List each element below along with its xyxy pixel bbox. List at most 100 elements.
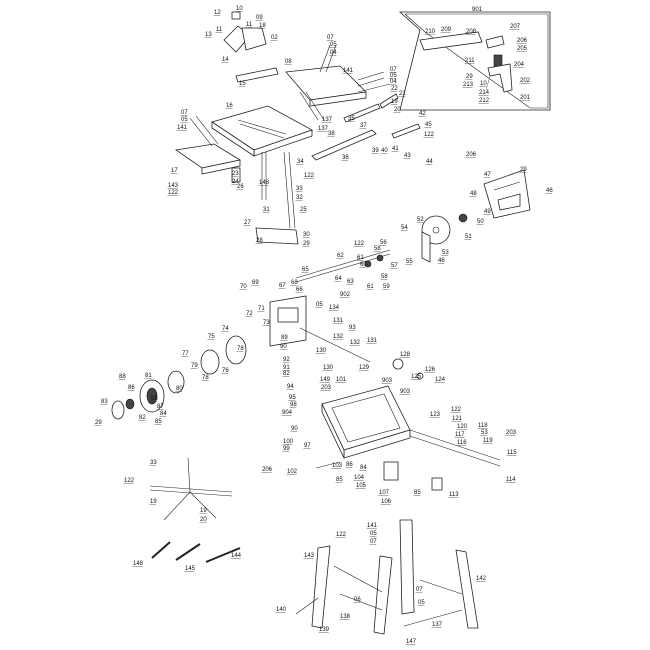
part-label: 21 [399,91,406,97]
part-label: 07 [390,67,397,73]
part-label: 114 [506,477,516,483]
part-label: 50 [477,219,484,225]
part-label: 131 [333,318,344,324]
part-label: 139 [319,627,330,633]
part-label: 148 [133,561,144,567]
part-label: 61 [357,255,364,261]
part-label: 141 [177,125,188,131]
stand-frame [149,457,233,521]
part-label: 100 [283,439,294,445]
part-label: 55 [406,259,413,265]
part-label: 122 [424,132,435,138]
part-label: 143 [304,553,315,559]
main-table [211,105,313,157]
part-label: 73 [263,320,270,326]
part-label: 29 [466,74,473,80]
part-label: 203 [506,430,517,436]
part-label: 16 [226,103,233,109]
part-label: 09 [256,15,263,21]
part-label: 69 [252,280,259,286]
part-label: 29 [303,241,310,247]
part-label: 47 [484,172,491,178]
part-label: 142 [476,576,487,582]
part-label: 83 [101,399,108,405]
part-label: 67 [279,283,286,289]
part-label: 128 [400,352,411,358]
part-label: 33 [296,186,303,192]
part-label: 86 [128,385,135,391]
part-label: 05 [181,117,188,123]
part-label: 145 [185,566,196,572]
part-label: 122 [336,532,347,538]
part-label: 66 [296,287,303,293]
part-label: 30 [303,232,310,238]
part-label: 65 [302,267,309,273]
part-label: 141 [343,68,354,74]
part-label: 45 [425,122,432,128]
part-label: 58 [374,246,381,252]
part-label: 90 [291,426,298,432]
part-label: 72 [246,311,253,317]
part-label: 54 [401,225,408,231]
part-label: 86 [346,462,353,468]
part-label: 10 [480,81,487,87]
loose-pins [151,541,241,563]
rails [311,93,421,161]
part-label: 143 [168,183,179,189]
part-label: 10 [236,6,243,12]
inset-label: 901 [472,7,483,13]
part-label: 122 [304,173,315,179]
part-label: 32 [296,195,303,201]
part-label: 85 [414,490,421,496]
blade-guard [483,169,531,219]
part-label: 19 [200,508,207,514]
part-label: 87 [157,404,164,410]
part-label: 74 [222,326,229,332]
part-label: 07 [416,587,423,593]
part-label: 201 [520,95,531,101]
part-label: 104 [354,475,365,481]
part-label: 34 [297,159,304,165]
part-label: 137 [432,622,443,628]
part-label: 93 [349,325,356,331]
part-label: 84 [360,465,367,471]
part-label: 23 [232,171,239,177]
part-label: 120 [457,424,468,430]
part-label: 05 [418,600,425,606]
part-label: 122 [124,478,135,484]
part-label: 113 [449,492,459,498]
part-label: 51 [465,234,472,240]
part-label: 132 [350,340,361,346]
part-label: 25 [300,207,307,213]
part-label: 148 [259,180,270,186]
part-label: 56 [380,240,387,246]
part-label: 43 [404,153,411,159]
part-label: 78 [202,375,209,381]
part-label: 49 [484,209,491,215]
part-label: 134 [329,305,340,311]
part-label: 85 [151,396,158,402]
part-label: 31 [263,207,270,213]
part-label: 75 [208,334,215,340]
part-label: 05 [316,302,323,308]
part-label: 132 [333,334,344,340]
part-label: 206 [517,38,528,44]
part-label: 12 [214,10,221,16]
part-label: 68 [291,280,298,286]
part-label: 95 [289,395,296,401]
part-label: 70 [240,284,247,290]
part-label: 02 [271,35,278,41]
part-label: 15 [239,81,246,87]
part-label: 130 [323,365,334,371]
part-label: 29 [520,167,527,173]
part-label: 35 [348,116,355,122]
part-label: 53 [442,250,449,256]
part-label: 904 [282,410,293,416]
part-label: 20 [200,517,207,523]
part-label: 22 [391,86,398,92]
part-label: 39 [372,148,379,154]
part-label: 208 [466,29,477,35]
part-label: 144 [231,553,242,559]
part-label: 206 [262,467,273,473]
